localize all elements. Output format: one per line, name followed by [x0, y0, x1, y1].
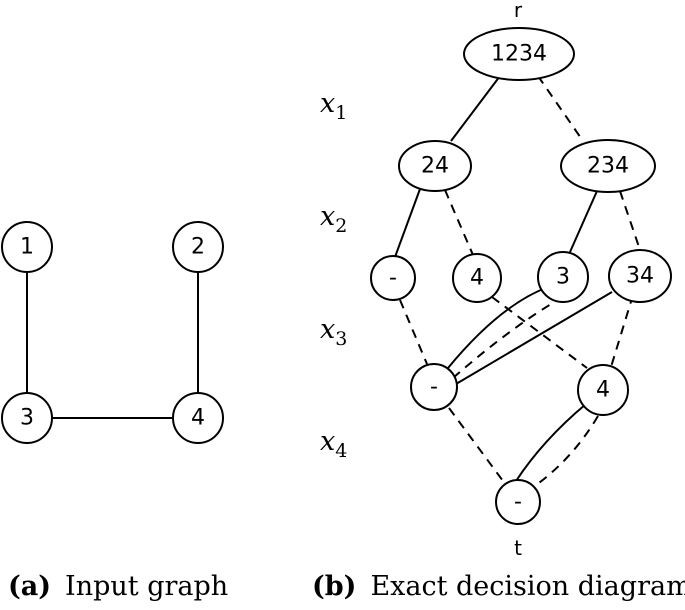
- dd-edge-3-empty-one: [447, 286, 549, 369]
- dd-edge-4-t-zero: [531, 415, 599, 489]
- svg-text:-: -: [514, 490, 522, 515]
- svg-text:1234: 1234: [491, 42, 547, 67]
- var-label-x1: x1: [320, 88, 347, 124]
- graph-node-3-label: 3: [20, 406, 34, 431]
- caption-b-text: Exact decision diagram: [370, 571, 685, 602]
- svg-text:-: -: [389, 266, 397, 291]
- dd-edge-1234-234-zero: [537, 75, 584, 142]
- graph-node-3: 3: [1, 392, 53, 444]
- caption-b-tag: (b): [312, 571, 356, 602]
- root-label: r: [514, 0, 523, 22]
- caption-b: (b) Exact decision diagram: [312, 571, 685, 602]
- dd-edge-4-4-zero: [491, 296, 588, 369]
- dd-edge-24-4-zero: [444, 189, 474, 256]
- dd-edge-34-empty-one: [455, 291, 613, 385]
- svg-text:4: 4: [596, 378, 610, 403]
- svg-text:4: 4: [470, 266, 484, 291]
- var-label-x3: x3: [320, 314, 347, 350]
- dd-edge-3-empty-zero: [452, 297, 562, 379]
- graph-node-2: 2: [172, 221, 224, 273]
- caption-a-text: Input graph: [65, 571, 228, 602]
- dd-node-3-x3: 3: [537, 251, 589, 303]
- dd-edge-24-empty-one: [394, 188, 421, 258]
- dd-node-34-x3: 34: [608, 249, 672, 303]
- dd-edge-empty-empty-zero: [399, 299, 428, 365]
- dd-edge-234-34-zero: [619, 190, 641, 251]
- svg-text:234: 234: [587, 154, 629, 179]
- svg-text:24: 24: [421, 154, 449, 179]
- svg-text:3: 3: [556, 265, 570, 290]
- dd-node-24: 24: [398, 140, 472, 192]
- terminal-label: t: [514, 536, 522, 560]
- dd-node-4-x4: 4: [577, 364, 629, 416]
- svg-text:34: 34: [626, 264, 654, 289]
- graph-node-2-label: 2: [191, 235, 205, 260]
- dd-edge-234-3-one: [569, 190, 598, 253]
- caption-a-tag: (a): [8, 571, 51, 602]
- graph-node-4-label: 4: [191, 406, 205, 431]
- dd-edge-34-4-zero: [610, 294, 634, 368]
- var-label-x2: x2: [320, 201, 347, 237]
- dd-node-4-x3: 4: [452, 253, 502, 303]
- decision-diagram: x1 x2 x3 x4 r t 1234 24: [312, 0, 685, 602]
- var-label-x4: x4: [320, 426, 347, 462]
- graph-node-1-label: 1: [20, 235, 34, 260]
- dd-node-234: 234: [560, 139, 656, 193]
- graph-node-4: 4: [172, 392, 224, 444]
- graph-node-1: 1: [1, 221, 53, 273]
- input-graph: 1 2 3 4 (a) Input graph: [1, 221, 228, 602]
- dd-node-empty-x4: -: [410, 363, 458, 411]
- svg-text:-: -: [430, 375, 438, 400]
- dd-node-empty-x3: -: [370, 255, 416, 301]
- dd-edge-4-t-one: [515, 403, 587, 482]
- dd-edge-1234-24-one: [450, 75, 501, 142]
- dd-edge-empty-t-zero: [448, 407, 504, 482]
- dd-node-empty-terminal: -: [495, 479, 541, 525]
- caption-a: (a) Input graph: [8, 571, 228, 602]
- dd-node-1234: 1234: [463, 27, 575, 81]
